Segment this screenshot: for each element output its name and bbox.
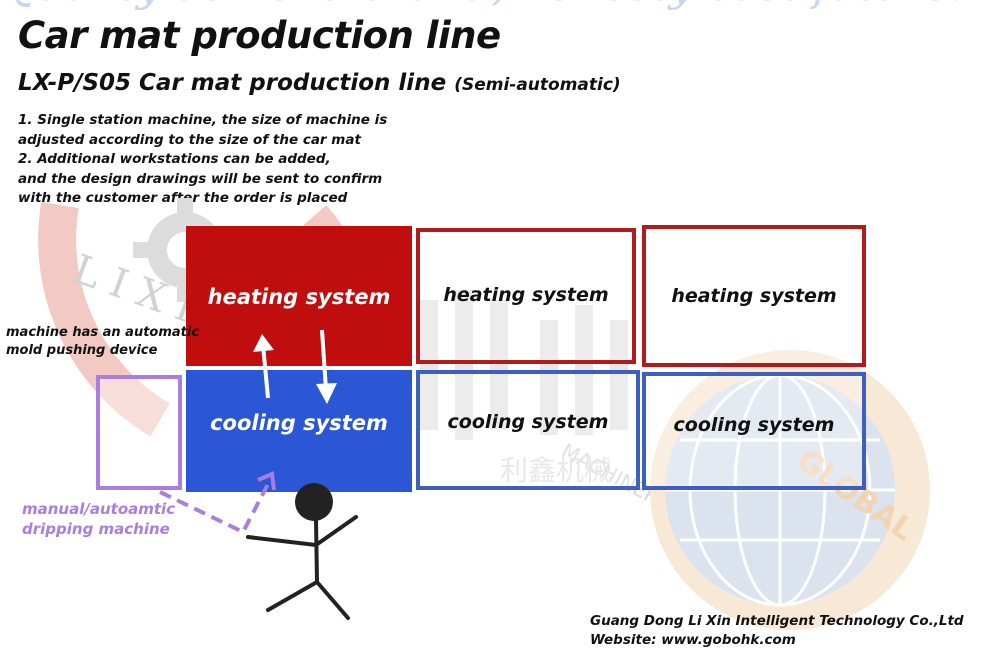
note-line-3: 2. Additional workstations can be added,: [18, 151, 331, 167]
station-1-heating-box: heating system: [186, 226, 412, 366]
dripping-machine-box: [96, 375, 182, 490]
station-1-cooling-box: cooling system: [186, 370, 412, 492]
logo-mark: [420, 290, 628, 440]
mold-pusher-label: machine has an automatic mold pushing de…: [6, 324, 199, 360]
station-1-heating-label: heating system: [207, 285, 391, 309]
station-2-heating-label: heating system: [443, 284, 609, 306]
subtitle-model: LX-P/S05 Car mat production line: [18, 70, 447, 96]
company-footer: Guang Dong Li Xin Intelligent Technology…: [590, 612, 964, 650]
watermark-chinese: 利鑫机械: [500, 454, 612, 487]
mold-pusher-line-2: mold pushing device: [6, 343, 158, 358]
dripping-line-2: dripping machine: [22, 520, 170, 538]
notes-block: 1. Single station machine, the size of m…: [18, 111, 387, 209]
station-3-heating-box: heating system: [642, 225, 866, 367]
page-title: Car mat production line: [18, 14, 501, 57]
dripping-line-1: manual/autoamtic: [22, 500, 176, 518]
station-3-heating-label: heating system: [671, 285, 837, 307]
mold-pusher-line-1: machine has an automatic: [6, 325, 200, 340]
station-3-cooling-box: cooling system: [642, 372, 866, 490]
company-website: Website: www.gobohk.com: [590, 632, 796, 648]
dripping-machine-label: manual/autoamtic dripping machine: [22, 499, 175, 539]
station-1-cooling-label: cooling system: [210, 411, 388, 435]
station-2-cooling-box: cooling system: [416, 370, 640, 490]
note-line-2: adjusted according to the size of the ca…: [18, 131, 361, 148]
station-2-cooling-label: cooling system: [447, 411, 609, 433]
note-line-1: 1. Single station machine, the size of m…: [18, 112, 388, 128]
globe-icon: [650, 350, 930, 630]
station-2-heating-box: heating system: [416, 228, 636, 364]
watermark-slogan: Quality achieve brand, honesty cast futu…: [0, 0, 968, 11]
station-3-cooling-label: cooling system: [673, 414, 835, 436]
subtitle-note: (Semi-automatic): [454, 75, 621, 95]
page-subtitle: LX-P/S05 Car mat production line (Semi-a…: [18, 70, 621, 96]
watermark-ring-left: [38, 201, 170, 437]
company-name: Guang Dong Li Xin Intelligent Technology…: [590, 613, 964, 629]
note-line-4: and the design drawings will be sent to …: [18, 170, 383, 187]
